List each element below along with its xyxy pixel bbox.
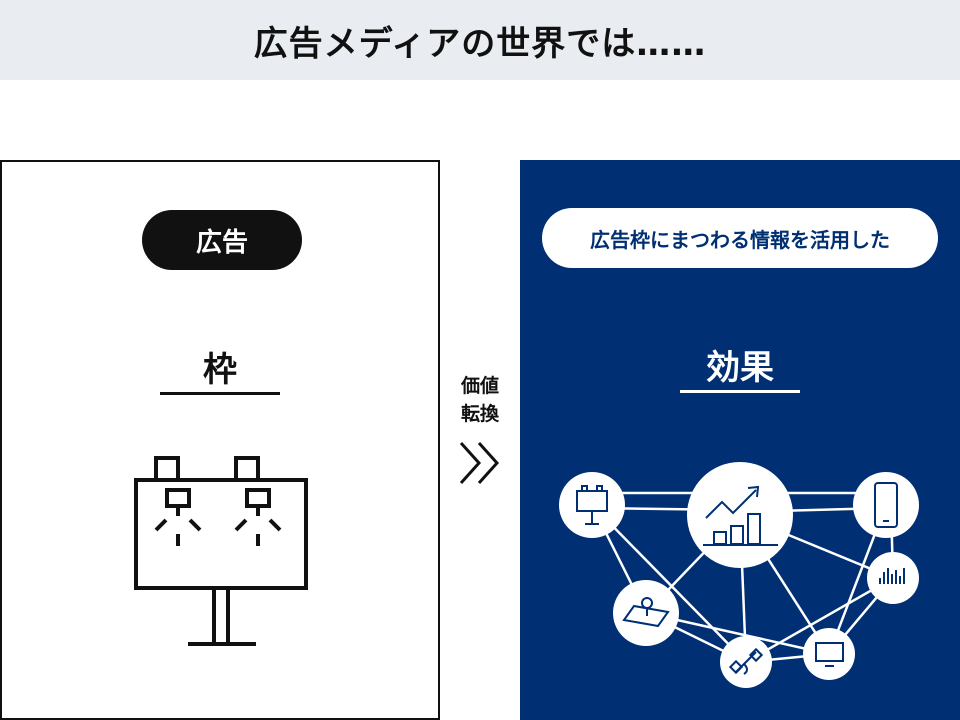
ad-badge: 広告: [142, 210, 302, 270]
growth-chart-node: [687, 462, 793, 568]
header: 広告メディアの世界では……: [0, 0, 960, 80]
ad-frame-panel: 広告 枠: [0, 160, 440, 720]
billboard-node: [559, 472, 625, 538]
page-title: 広告メディアの世界では……: [253, 23, 707, 64]
bar-signal-icon: [879, 568, 905, 584]
double-chevron-right-icon: [459, 441, 500, 485]
monitor-node: [803, 628, 855, 680]
map-pin-icon: [622, 597, 670, 628]
value-conversion-label: 価値 転換: [440, 372, 520, 496]
billboard-icon: [134, 456, 308, 646]
network-diagram: [559, 462, 919, 688]
info-badge: 広告枠にまつわる情報を活用した: [542, 208, 938, 268]
smartphone-node: [853, 472, 919, 538]
label-line-2: 転換: [460, 403, 499, 425]
growth-chart-icon: [703, 485, 778, 546]
label-line-1: 価値: [460, 375, 499, 397]
frame-word: 枠: [203, 350, 237, 390]
effect-panel: 広告枠にまつわる情報を活用した 効果: [520, 160, 960, 720]
monitor-icon: [815, 642, 844, 667]
divider: [160, 392, 280, 395]
satellite-icon: [728, 647, 764, 675]
smartphone-icon: [874, 482, 898, 528]
billboard-icon: [576, 485, 608, 525]
divider: [680, 390, 800, 393]
effect-word: 効果: [706, 348, 774, 388]
